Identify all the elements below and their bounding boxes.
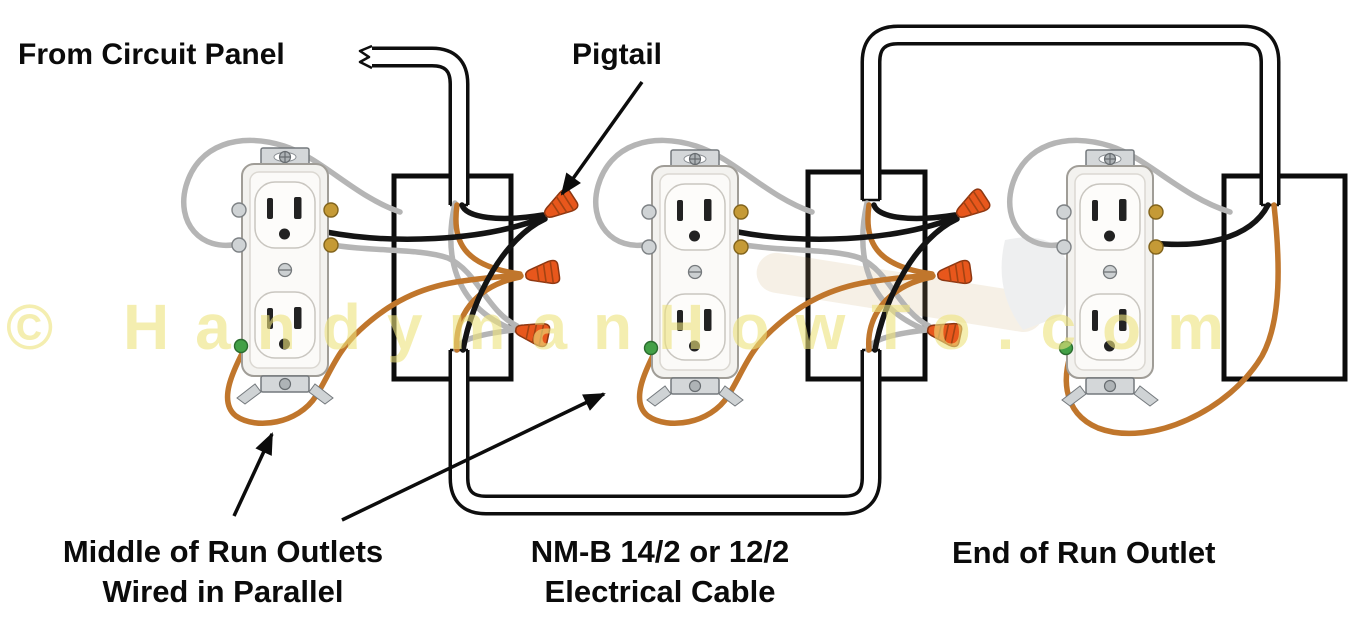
junction-box-3 <box>1221 173 1348 382</box>
pigtail-arrow <box>560 80 644 196</box>
wire-nut-ground <box>523 258 562 288</box>
ground-wire-out <box>454 274 523 353</box>
ground-wire-in <box>453 202 523 277</box>
outlet-middle-of-run-1 <box>231 147 339 405</box>
neutral-wire-loop <box>1007 137 1233 249</box>
hot-pigtail-wire <box>323 215 545 242</box>
middle-run-arrow-1 <box>232 432 274 517</box>
outlet-end-of-run <box>1056 149 1164 407</box>
cable-sheath <box>864 28 1277 205</box>
label-pigtail: Pigtail <box>572 38 663 71</box>
label-nmb-cable-line1: NM-B 14/2 or 12/2 <box>530 534 790 569</box>
wire-nut-neutral <box>512 317 552 349</box>
label-middle-of-run: Middle of Run Outlets Wired in Parallel <box>8 532 438 612</box>
label-middle-of-run-line2: Wired in Parallel <box>102 574 344 609</box>
outlet-middle-of-run-2 <box>641 149 749 407</box>
neutral-pigtail-wire <box>323 241 520 329</box>
hot-wire <box>1149 202 1271 248</box>
ground-wire-loop <box>224 273 524 426</box>
middle-run-arrow-2 <box>341 392 606 522</box>
label-nmb-cable: NM-B 14/2 or 12/2 Electrical Cable <box>470 532 850 612</box>
label-from-circuit-panel: From Circuit Panel <box>18 38 285 71</box>
hot-wire-in <box>459 202 546 222</box>
hot-wire-out <box>460 216 548 353</box>
cable-cut-end <box>358 44 373 70</box>
neutral-wire-loop <box>181 137 403 249</box>
hammer-handle <box>756 252 1044 332</box>
label-nmb-cable-line2: Electrical Cable <box>544 574 776 609</box>
cable-sheath <box>370 50 466 205</box>
label-end-of-run: End of Run Outlet <box>952 535 1216 570</box>
ghost-hammer-image <box>756 237 1071 332</box>
wires-outlet-1 <box>181 137 581 426</box>
cable-sheath <box>452 350 878 512</box>
label-middle-of-run-line1: Middle of Run Outlets <box>62 534 384 569</box>
hammer-head <box>1001 237 1071 330</box>
neutral-wire-in <box>448 200 517 333</box>
